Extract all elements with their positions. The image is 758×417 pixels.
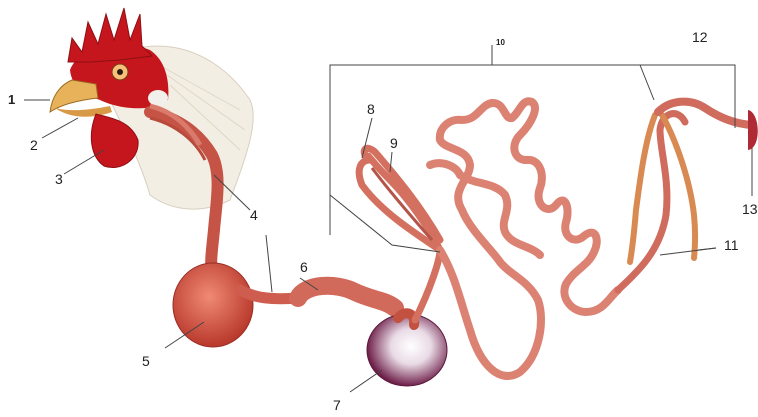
small-intestine (430, 101, 618, 376)
label-4: 4 (250, 207, 258, 223)
label-9: 9 (390, 135, 398, 151)
label-6: 6 (300, 259, 308, 275)
label-11: 11 (724, 237, 739, 253)
label-8: 8 (367, 101, 375, 117)
label-5: 5 (142, 353, 150, 369)
label-1: 1 (8, 92, 15, 107)
ceca (618, 114, 695, 290)
label-12: 12 (692, 29, 708, 45)
label-3: 3 (55, 171, 63, 187)
label-10: 10 (496, 38, 505, 47)
label-13: 13 (742, 201, 758, 217)
label-7: 7 (333, 397, 341, 413)
label-2: 2 (30, 137, 38, 153)
proventriculus (298, 286, 395, 308)
gizzard (367, 313, 447, 386)
